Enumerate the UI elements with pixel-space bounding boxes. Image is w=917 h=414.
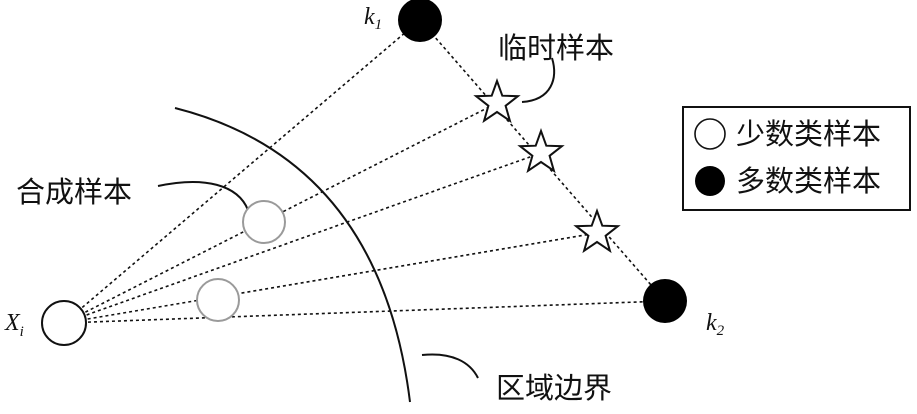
synthetic-sample-callout: [157, 180, 249, 211]
legend-majority-label: 多数类样本: [736, 164, 881, 198]
k1-label: k1: [364, 4, 382, 33]
temp-sample-label: 临时样本: [498, 31, 614, 65]
temp-sample-star-3: [573, 208, 621, 254]
xi-label: Xi: [4, 310, 24, 340]
synthetic-sample-2: [196, 278, 240, 322]
line-xi-to-temp3: [63, 232, 598, 324]
synthetic-sample-label: 合成样本: [16, 175, 132, 209]
legend-minority-label: 少数类样本: [736, 117, 881, 151]
temp-sample-callout: [521, 57, 556, 103]
region-boundary-callout: [421, 353, 479, 379]
k1-point: [398, 0, 442, 42]
legend-minority-marker: [694, 118, 726, 150]
line-xi-to-temp2: [63, 152, 542, 324]
region-boundary-curve: [174, 107, 411, 403]
k2-point: [643, 279, 687, 323]
region-boundary-label: 区域边界: [496, 371, 612, 405]
temp-sample-star-1: [473, 78, 521, 124]
xi-point: [41, 300, 87, 346]
interpolation-lines: [63, 19, 666, 324]
temp-sample-star-2: [517, 128, 565, 174]
line-xi-to-k1: [63, 19, 421, 324]
line-xi-to-k2: [63, 300, 666, 324]
legend-majority-marker: [695, 166, 725, 196]
k2-label: k2: [706, 310, 725, 339]
synthetic-sample-1: [242, 200, 286, 244]
legend: 少数类样本 多数类样本: [682, 106, 911, 211]
